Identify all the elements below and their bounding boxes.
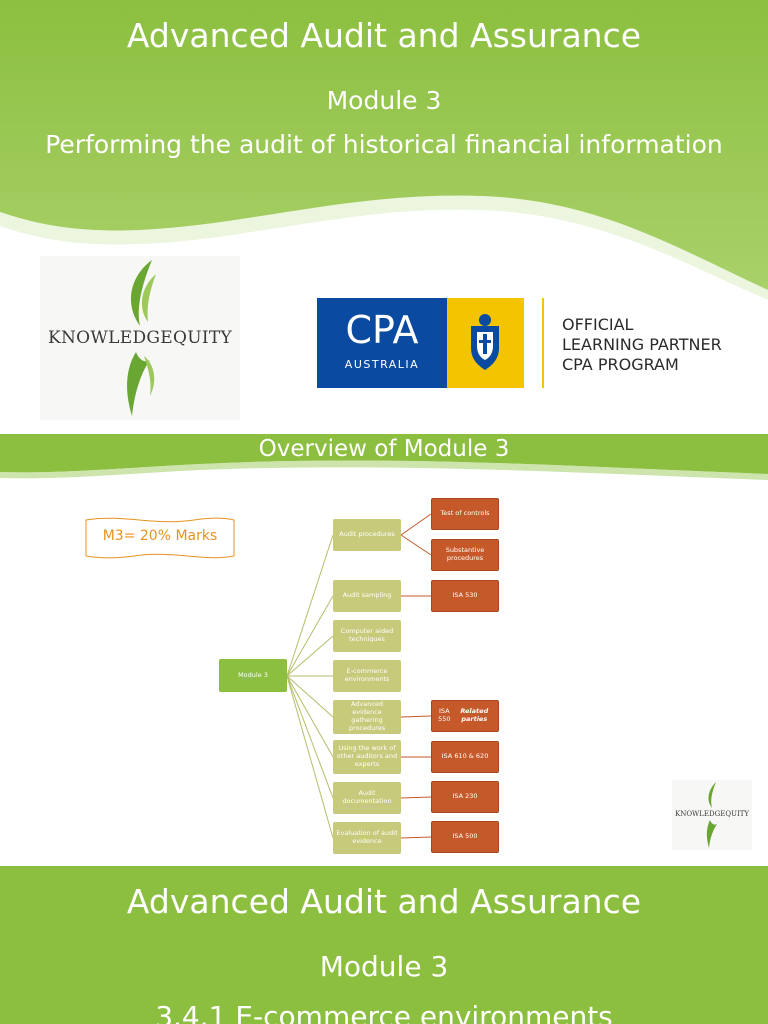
tree-branch-ecommerce: E-commerce environments: [333, 660, 401, 692]
tree-leaf-isa-500: ISA 500: [431, 821, 499, 853]
partner-line-official: OFFICIAL: [562, 315, 634, 334]
partner-line-cpa-program: CPA PROGRAM: [562, 355, 679, 374]
tree-branch-advanced-evidence: Advanced evidence gathering procedures: [333, 700, 401, 734]
leaf-logo-small-icon: [706, 782, 717, 848]
tree-leaf-isa-530: ISA 530: [431, 580, 499, 612]
tree-branch-computer-aided: Computer aided techniques: [333, 620, 401, 652]
header-wave-background: [0, 0, 768, 300]
slide-gap: [0, 424, 768, 434]
tree-leaf-test-of-controls: Test of controls: [431, 498, 499, 530]
cpa-crest: [447, 298, 524, 388]
knowledge-equity-wordmark: KNOWLEDGEQUITY: [47, 328, 233, 348]
tree-leaf-isa-230: ISA 230: [431, 781, 499, 813]
tree-branch-audit-sampling: Audit sampling: [333, 580, 401, 612]
module-subtitle: Performing the audit of historical finan…: [45, 130, 723, 159]
overview-title: Overview of Module 3: [258, 436, 510, 462]
module-subtitle-3: 3.4.1 E-commerce environments: [155, 1000, 613, 1024]
slide-gap: [0, 858, 768, 866]
cpa-australia-logo: CPA AUSTRALIA: [317, 298, 447, 388]
tree-branch-audit-documentation: Audit documentation: [333, 782, 401, 814]
partner-divider: [542, 298, 544, 388]
presentation-title-3: Advanced Audit and Assurance: [126, 882, 642, 921]
slide-title-1: Advanced Audit and Assurance Module 3 Pe…: [0, 0, 768, 424]
presentation-title: Advanced Audit and Assurance: [126, 16, 642, 55]
partner-line-learning-partner: LEARNING PARTNER: [562, 335, 722, 354]
tree-branch-audit-procedures: Audit procedures: [333, 519, 401, 551]
leaf-logo-icon: [127, 260, 156, 416]
module-number: Module 3: [326, 86, 442, 115]
tree-branch-work-of-others: Using the work of other auditors and exp…: [333, 740, 401, 774]
knowledge-equity-small-logo: KNOWLEDGEQUITY: [672, 780, 752, 850]
cpa-australia-label: AUSTRALIA: [344, 358, 420, 371]
overview-header-background: [0, 434, 768, 480]
marks-weighting-label: M3= 20% Marks: [102, 528, 218, 544]
tree-leaf-isa-550: ISA 550 Related parties: [431, 700, 499, 732]
module-number-3: Module 3: [319, 950, 449, 983]
cpa-wordmark: CPA: [345, 308, 419, 352]
marks-banner-shape: [85, 517, 235, 559]
knowledge-equity-small-wordmark: KNOWLEDGEQUITY: [674, 810, 750, 818]
slide-title-3: Advanced Audit and Assurance Module 3 3.…: [0, 866, 768, 1024]
tree-branch-evaluation: Evaluation of audit evidence: [333, 822, 401, 854]
crest-icon: [471, 314, 499, 370]
tree-leaf-isa-610-620: ISA 610 & 620: [431, 741, 499, 773]
knowledge-equity-logo: KNOWLEDGEQUITY: [40, 256, 240, 420]
tree-leaf-substantive-procedures: Substantive procedures: [431, 539, 499, 571]
tree-root-node: Module 3: [219, 659, 287, 692]
